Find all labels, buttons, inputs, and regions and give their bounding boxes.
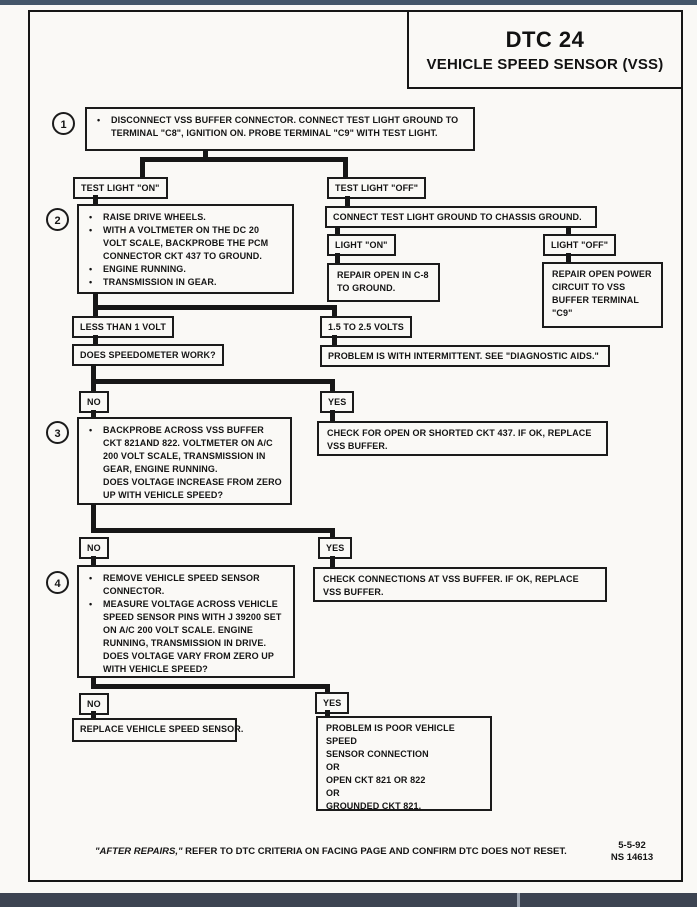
connector-line — [203, 150, 208, 160]
connector-line — [343, 157, 348, 178]
page-border — [28, 10, 683, 882]
bullet-icon: • — [89, 264, 93, 274]
dtc-title: VEHICLE SPEED SENSOR (VSS) — [426, 55, 664, 73]
connector-line — [93, 292, 98, 317]
connector-line — [330, 528, 335, 538]
connect-chassis-box: CONNECT TEST LIGHT GROUND TO CHASSIS GRO… — [325, 206, 597, 228]
step3-bullet-1: BACKPROBE ACROSS VSS BUFFER CKT 821AND 8… — [103, 425, 273, 474]
connector-line — [91, 528, 335, 533]
volts-1-5-2-5-box: 1.5 TO 2.5 VOLTS — [320, 316, 412, 338]
top-window-bar — [0, 0, 697, 5]
connector-line — [93, 335, 98, 345]
intermittent-box: PROBLEM IS WITH INTERMITTENT. SEE "DIAGN… — [320, 345, 610, 367]
connector-line — [140, 157, 145, 178]
footer-ref: NS 14613 — [610, 852, 654, 863]
footer-note-rest: REFER TO DTC CRITERIA ON FACING PAGE AND… — [182, 846, 567, 857]
test-light-on-box: TEST LIGHT "ON" — [73, 177, 168, 199]
yes-badge-2: YES — [318, 537, 353, 559]
connector-line — [91, 379, 96, 392]
speedometer-question-box: DOES SPEEDOMETER WORK? — [72, 344, 224, 366]
bullet-icon: • — [97, 115, 101, 125]
problem-box: PROBLEM IS POOR VEHICLE SPEED SENSOR CON… — [316, 716, 492, 811]
problem-line: PROBLEM IS POOR VEHICLE SPEED — [326, 723, 455, 746]
connector-line — [332, 335, 337, 346]
title-box: DTC 24 VEHICLE SPEED SENSOR (VSS) — [407, 10, 683, 89]
bullet-icon: • — [89, 425, 93, 435]
replace-vss-box: REPLACE VEHICLE SPEED SENSOR. — [72, 718, 243, 742]
step-number-2: 2 — [46, 208, 69, 231]
step-number-1: 1 — [52, 112, 75, 135]
connector-line — [91, 677, 96, 689]
connector-line — [93, 305, 337, 310]
step2-bullet-4: TRANSMISSION IN GEAR. — [103, 277, 217, 287]
step-number-3: 3 — [46, 421, 69, 444]
connector-line — [566, 226, 571, 234]
dtc-code: DTC 24 — [505, 26, 585, 52]
step1-text: DISCONNECT VSS BUFFER CONNECTOR. CONNECT… — [111, 115, 459, 138]
bullet-icon: • — [89, 573, 93, 583]
step4-box: • REMOVE VEHICLE SPEED SENSOR CONNECTOR.… — [77, 565, 295, 678]
bottom-window-bar — [0, 893, 697, 907]
connector-line — [325, 710, 330, 717]
problem-line: GROUNDED CKT 821. — [326, 801, 422, 811]
step2-bullet-2: WITH A VOLTMETER ON THE DC 20 VOLT SCALE… — [103, 225, 269, 261]
yes-badge-3: YES — [315, 692, 350, 714]
step1-box: • DISCONNECT VSS BUFFER CONNECTOR. CONNE… — [85, 107, 475, 151]
bullet-icon: • — [89, 212, 93, 222]
step4-bullet-1: REMOVE VEHICLE SPEED SENSOR CONNECTOR. — [103, 573, 260, 596]
problem-line: OR — [326, 788, 340, 798]
repair-open-power-box: REPAIR OPEN POWER CIRCUIT TO VSS BUFFER … — [542, 262, 663, 328]
light-off-box: LIGHT "OFF" — [543, 234, 617, 256]
connector-line — [330, 410, 335, 421]
footer-note: "AFTER REPAIRS," REFER TO DTC CRITERIA O… — [95, 846, 567, 857]
step2-bullet-1: RAISE DRIVE WHEELS. — [103, 212, 206, 222]
bottom-bar-divider — [517, 893, 520, 907]
connector-line — [91, 504, 96, 533]
check-connections-box: CHECK CONNECTIONS AT VSS BUFFER. IF OK, … — [313, 567, 607, 602]
connector-line — [335, 226, 340, 234]
step2-box: • RAISE DRIVE WHEELS. • WITH A VOLTMETER… — [77, 204, 294, 294]
connector-line — [325, 684, 330, 693]
bullet-icon: • — [89, 599, 93, 609]
less-than-1v-box: LESS THAN 1 VOLT — [72, 316, 174, 338]
yes-badge-1: YES — [320, 391, 355, 413]
no-badge-3: NO — [79, 693, 109, 715]
connector-line — [91, 410, 96, 418]
connector-line — [335, 253, 340, 263]
problem-line: OR — [326, 762, 340, 772]
footer-date: 5-5-92 — [618, 840, 646, 851]
bullet-icon: • — [89, 225, 93, 235]
connector-line — [345, 196, 350, 206]
connector-line — [91, 364, 96, 383]
bullet-icon: • — [89, 277, 93, 287]
step3-box: • BACKPROBE ACROSS VSS BUFFER CKT 821AND… — [77, 417, 292, 505]
step-number-4: 4 — [46, 571, 69, 594]
footer-id: 5-5-92 NS 14613 — [597, 840, 667, 864]
connector-line — [91, 711, 96, 718]
test-light-off-box: TEST LIGHT "OFF" — [327, 177, 427, 199]
connector-line — [91, 684, 330, 689]
step2-bullet-3: ENGINE RUNNING. — [103, 264, 187, 274]
connector-line — [91, 379, 335, 384]
footer-note-italic: "AFTER REPAIRS," — [95, 846, 183, 857]
connector-line — [91, 556, 96, 566]
repair-open-c8-box: REPAIR OPEN IN C-8 TO GROUND. — [327, 263, 440, 302]
step3-question: DOES VOLTAGE INCREASE FROM ZERO UP WITH … — [103, 477, 282, 500]
connector-line — [93, 195, 98, 205]
connector-line — [140, 157, 348, 162]
connector-line — [330, 556, 335, 568]
light-on-box: LIGHT "ON" — [327, 234, 396, 256]
problem-line: SENSOR CONNECTION — [326, 749, 429, 759]
connector-line — [332, 305, 337, 317]
check-ckt437-box: CHECK FOR OPEN OR SHORTED CKT 437. IF OK… — [317, 421, 608, 456]
problem-line: OPEN CKT 821 OR 822 — [326, 775, 426, 785]
connector-line — [566, 253, 571, 262]
step4-bullet-2: MEASURE VOLTAGE ACROSS VEHICLE SPEED SEN… — [103, 599, 282, 674]
connector-line — [330, 379, 335, 392]
